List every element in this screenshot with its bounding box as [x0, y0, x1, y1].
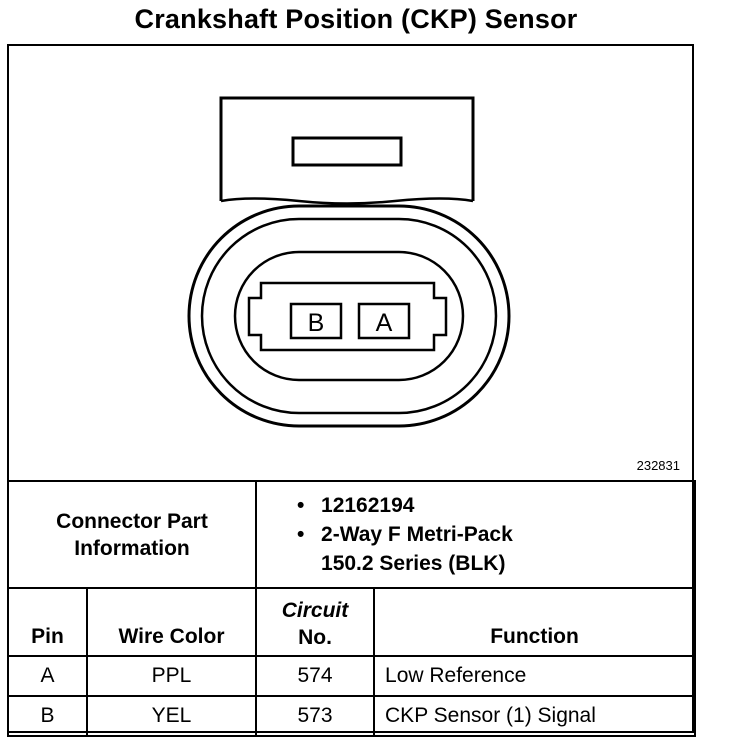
figure-number: 232831: [636, 458, 680, 473]
connector-part-info: 12162194 2-Way F Metri-Pack 150.2 Series…: [255, 480, 697, 589]
connector-info-row: Connector Part Information 12162194 2-Wa…: [6, 480, 697, 589]
connector-diagram: B A 232831: [9, 46, 692, 480]
connector-latch: [219, 96, 475, 201]
wire-color-cell: PPL: [85, 655, 258, 697]
circuit-header: Circuit No.: [255, 587, 376, 657]
function-header: Function: [373, 587, 697, 657]
pin-a-label: A: [376, 309, 393, 337]
connector-body-outer: [187, 204, 511, 428]
pin-header: Pin: [7, 587, 88, 657]
latch-slot: [291, 136, 403, 167]
circuit-cell: 573: [255, 695, 376, 737]
connector-type: 2-Way F Metri-Pack 150.2 Series (BLK): [297, 520, 561, 578]
table-row: B YEL 573 CKP Sensor (1) Signal: [7, 695, 697, 737]
page-title: Crankshaft Position (CKP) Sensor: [134, 4, 578, 34]
pin-b-label: B: [308, 309, 325, 337]
connector-body-inner: [233, 250, 465, 382]
function-cell: CKP Sensor (1) Signal: [373, 695, 697, 737]
pin-cavity: [247, 281, 448, 352]
function-cell: Low Reference: [373, 655, 697, 697]
connector-table: Connector Part Information 12162194 2-Wa…: [6, 480, 697, 737]
circuit-header-bottom: No.: [298, 626, 332, 649]
connector-body-middle: [200, 217, 498, 415]
pin-cell: B: [7, 695, 88, 737]
connector-part-label: Connector Part Information: [6, 480, 258, 589]
circuit-header-top: Circuit: [281, 599, 349, 622]
table-row: A PPL 574 Low Reference: [7, 655, 697, 697]
pin-a-box: [357, 302, 411, 340]
part-number: 12162194: [297, 491, 694, 520]
pin-cell: A: [7, 655, 88, 697]
wire-color-header: Wire Color: [85, 587, 258, 657]
pin-b-box: [289, 302, 343, 340]
wire-color-cell: YEL: [85, 695, 258, 737]
circuit-cell: 574: [255, 655, 376, 697]
header-row: Pin Wire Color Circuit No. Function: [7, 587, 697, 657]
